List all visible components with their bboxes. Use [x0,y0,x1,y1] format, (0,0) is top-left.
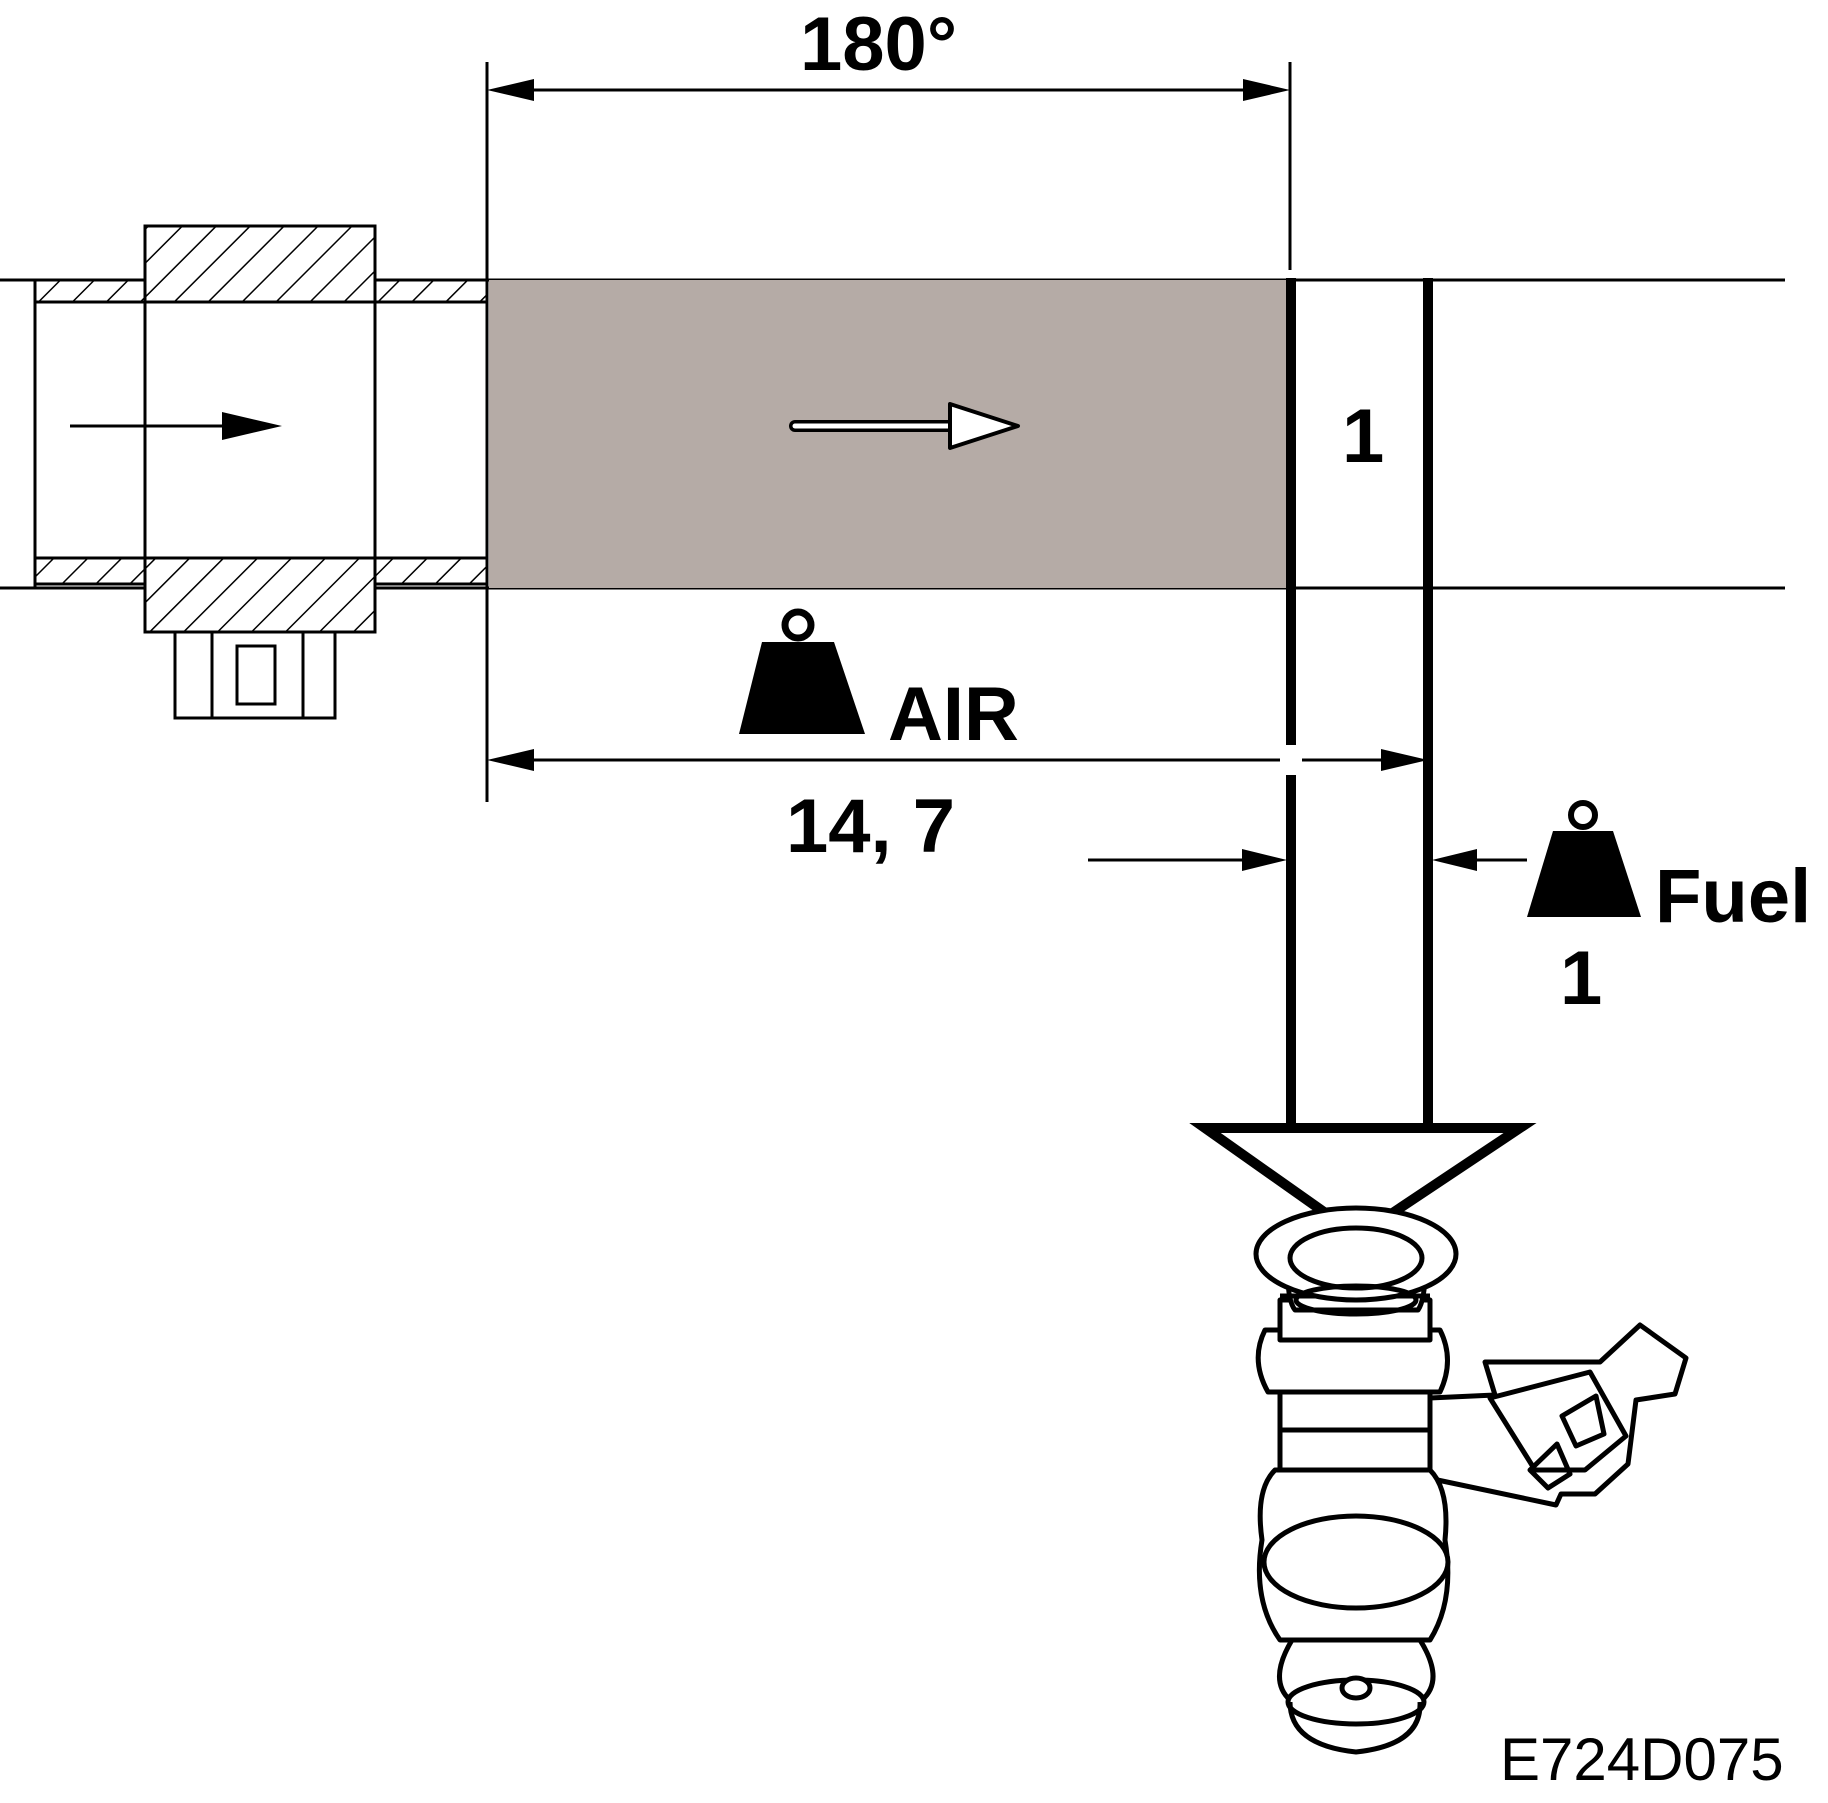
mixture-boundaries [1286,278,1433,1130]
fuel-injector-icon [1253,1205,1689,1755]
fuel-ratio-label: 1 [1560,936,1602,1021]
mass-weight-icon [739,608,865,734]
air-charge-block [489,280,1289,588]
fuel-weight-icon [1527,800,1641,917]
cylinder-number-label: 1 [1342,394,1384,479]
air-mass-sensor-icon [33,224,489,720]
ratio-dimension [485,588,1428,802]
ratio-label: 14, 7 [786,784,955,869]
fuel-label: Fuel [1655,854,1811,939]
air-label: AIR [888,672,1019,757]
ratio-gap [1280,745,1302,775]
figure-id: E724D075 [1500,1726,1784,1793]
air-flow-arrow [789,402,1020,450]
angle-label: 180° [800,2,957,87]
injection-arrow [1189,1123,1537,1243]
fuel-pointer-arrows [1088,849,1527,871]
flow-arrow [70,412,282,440]
angle-dimension [485,62,1292,270]
